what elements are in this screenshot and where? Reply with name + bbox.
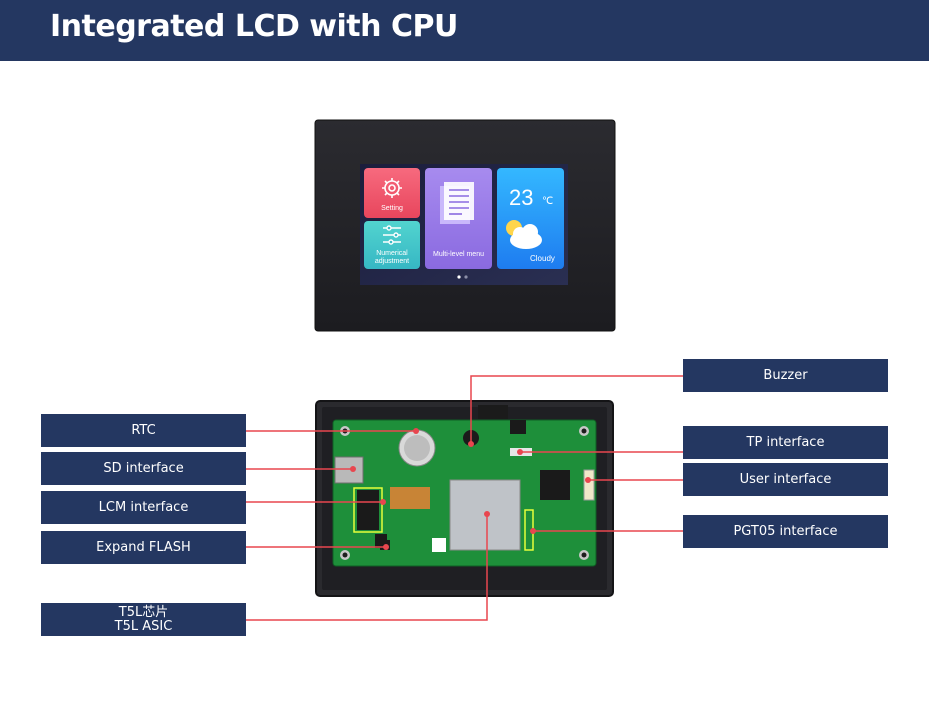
temperature-value: 23 xyxy=(509,185,534,210)
sd-slot xyxy=(334,456,364,484)
numerical-tile xyxy=(364,221,420,269)
callout-buzzer: Buzzer xyxy=(683,359,888,392)
temperature-unit: ℃ xyxy=(542,196,554,207)
numerical-label: Numerical adjustment xyxy=(364,250,420,266)
callout-t5l-cn: T5L芯片 xyxy=(118,604,169,620)
callout-user-interface: User interface xyxy=(683,463,888,496)
gear-icon xyxy=(382,178,402,198)
header-bar: Integrated LCD with CPU xyxy=(0,0,929,61)
numerical-label-line1: Numerical xyxy=(376,250,408,257)
numerical-label-line2: adjustment xyxy=(374,258,410,265)
callout-t5l-en: T5L ASIC xyxy=(114,618,173,634)
sun-cloud-icon xyxy=(506,220,542,249)
callout-pgt05-interface: PGT05 interface xyxy=(683,515,888,548)
callout-rtc: RTC xyxy=(41,414,246,447)
sliders-icon xyxy=(383,225,401,245)
callout-tp-interface: TP interface xyxy=(683,426,888,459)
lcm-chip xyxy=(357,490,379,530)
callout-sd-interface: SD interface xyxy=(41,452,246,485)
document-icon xyxy=(440,182,474,224)
callout-t5l-asic: T5L芯片 T5L ASIC xyxy=(41,603,246,636)
callout-expand-flash: Expand FLASH xyxy=(41,531,246,564)
t5l-shield xyxy=(449,479,521,551)
callout-lcm-interface: LCM interface xyxy=(41,491,246,524)
multilevel-label: Multi-level menu xyxy=(433,251,484,258)
fpc-connector xyxy=(390,487,430,509)
user-connector xyxy=(583,469,595,501)
setting-tile xyxy=(364,168,420,218)
page-title: Integrated LCD with CPU xyxy=(50,9,458,44)
setting-label: Setting xyxy=(381,205,403,212)
weather-label: Cloudy xyxy=(530,254,555,263)
